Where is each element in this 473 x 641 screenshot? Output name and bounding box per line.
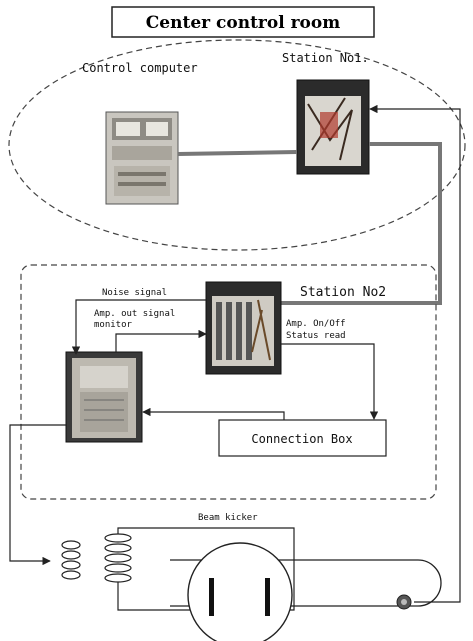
cable-computer-station1	[178, 152, 297, 154]
control-computer-label: Control computer	[82, 61, 198, 75]
kicker-chamber	[188, 543, 292, 641]
control-computer-photo	[106, 112, 178, 204]
beam-pickup-monitor-inner	[401, 599, 407, 605]
connection-to-amp-line	[143, 412, 284, 420]
transformer-coil	[62, 534, 131, 582]
kicker-electrode-left	[209, 578, 214, 616]
diagram-title: Center control room	[146, 13, 340, 33]
amp-out-signal-line	[116, 334, 206, 352]
station-no1-photo	[297, 80, 369, 174]
status-read-line	[281, 344, 374, 419]
station-no2-photo	[206, 282, 281, 374]
amp-out-label-line2: monitor	[94, 320, 133, 330]
amp-onoff-label-line1: Amp. On/Off	[286, 319, 346, 329]
beam-kicker-label: Beam kicker	[198, 513, 258, 523]
noise-signal-label: Noise signal	[102, 288, 167, 298]
signal-line-beam-to-station1	[370, 109, 460, 602]
amp-onoff-label-line2: Status read	[286, 331, 346, 341]
station-no2-label: Station No2	[300, 285, 386, 300]
amp-to-kicker-line	[10, 425, 66, 561]
amplifier-photo	[66, 352, 142, 442]
connection-box-label: Connection Box	[251, 432, 352, 446]
station-no1-label: Station No1.	[282, 51, 369, 65]
amp-out-label-line1: Amp. out signal	[94, 309, 175, 319]
kicker-electrode-right	[265, 578, 270, 616]
